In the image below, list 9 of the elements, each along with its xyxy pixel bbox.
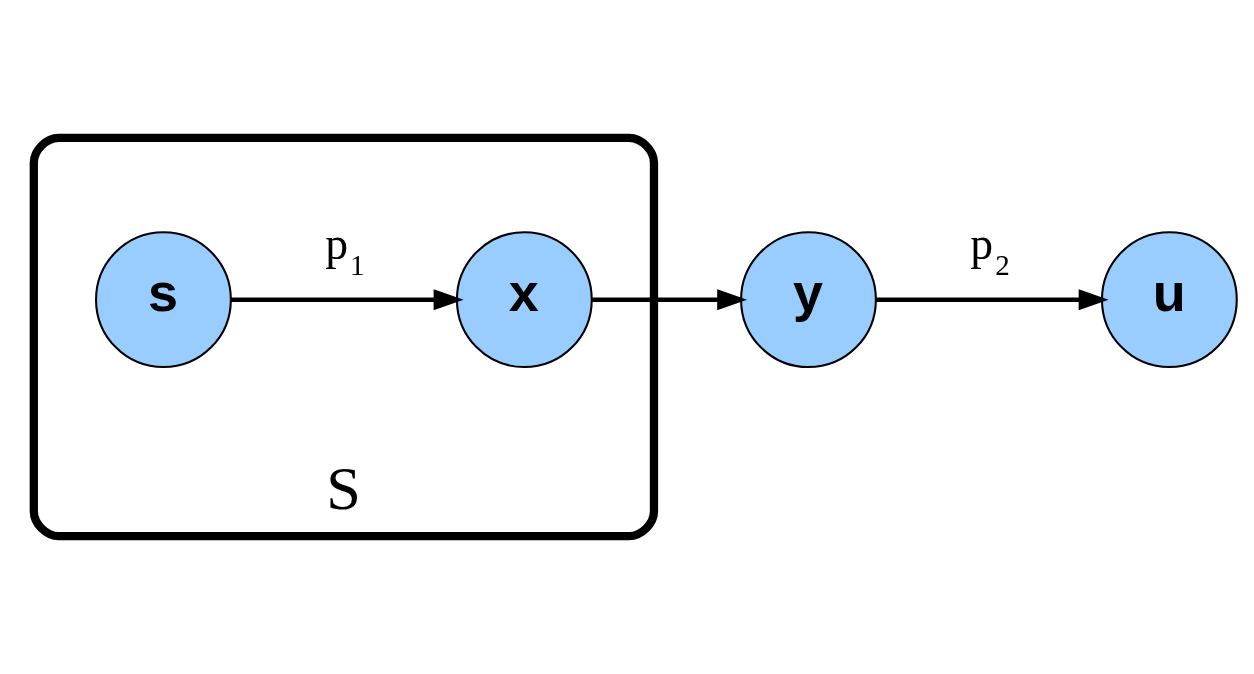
node-circle: y bbox=[740, 231, 877, 369]
arrow bbox=[592, 289, 748, 311]
node-circle: s bbox=[95, 231, 232, 369]
edge-label: p$_{2}$ bbox=[970, 218, 1010, 282]
node-circle: u bbox=[1100, 231, 1238, 369]
node-circle: x bbox=[455, 231, 593, 369]
arrow bbox=[876, 289, 1109, 311]
edge-label: p$_{1}$ bbox=[325, 218, 365, 282]
arrow bbox=[230, 289, 464, 311]
